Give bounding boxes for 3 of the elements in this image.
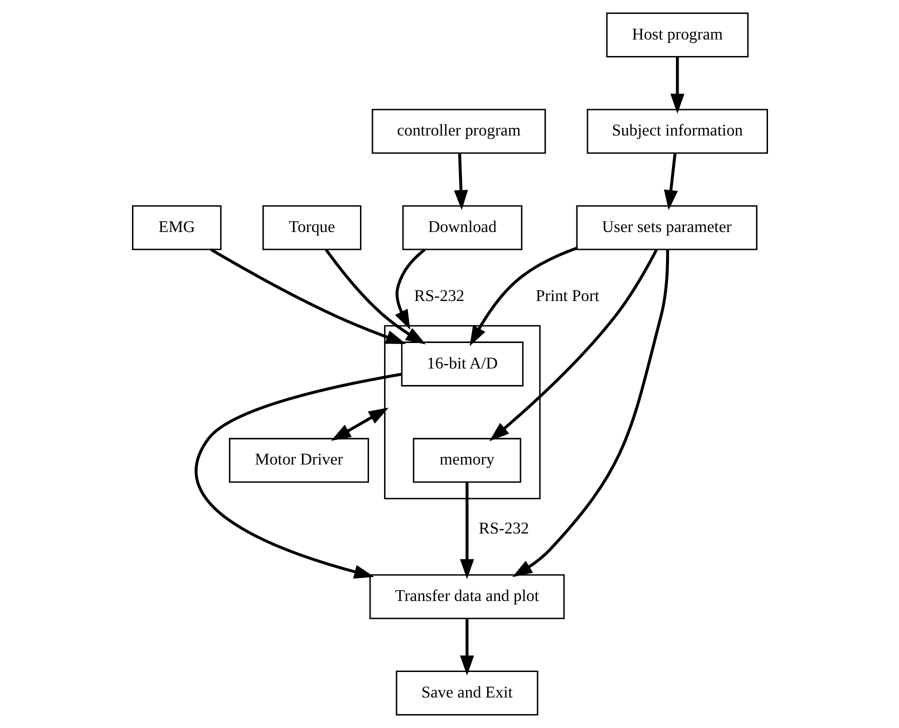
edge-label: RS-232 (414, 286, 464, 305)
edge-label: Print Port (535, 286, 599, 305)
edge-label: RS-232 (478, 518, 529, 538)
